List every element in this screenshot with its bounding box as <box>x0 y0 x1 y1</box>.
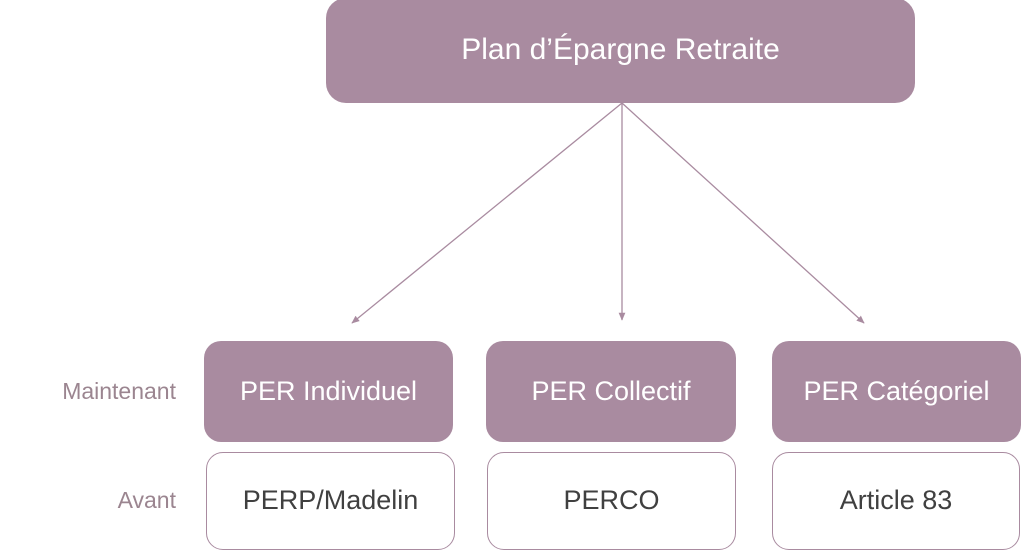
node-per-collectif[interactable]: PER Collectif <box>486 341 736 442</box>
node-plan-epargne-retraite[interactable]: Plan d’Épargne Retraite <box>326 0 915 103</box>
row-label-maintenant: Maintenant <box>62 378 176 404</box>
row-label-avant: Avant <box>117 487 176 513</box>
node-perco[interactable]: PERCO <box>487 452 736 550</box>
connector-arrow-per-individuel <box>351 102 623 324</box>
node-perp-madelin[interactable]: PERP/Madelin <box>206 452 455 550</box>
connector-arrow-per-categoriel <box>621 102 865 324</box>
node-per-individuel[interactable]: PER Individuel <box>204 341 453 442</box>
node-article-83[interactable]: Article 83 <box>772 452 1020 550</box>
node-per-categoriel[interactable]: PER Catégoriel <box>772 341 1021 442</box>
